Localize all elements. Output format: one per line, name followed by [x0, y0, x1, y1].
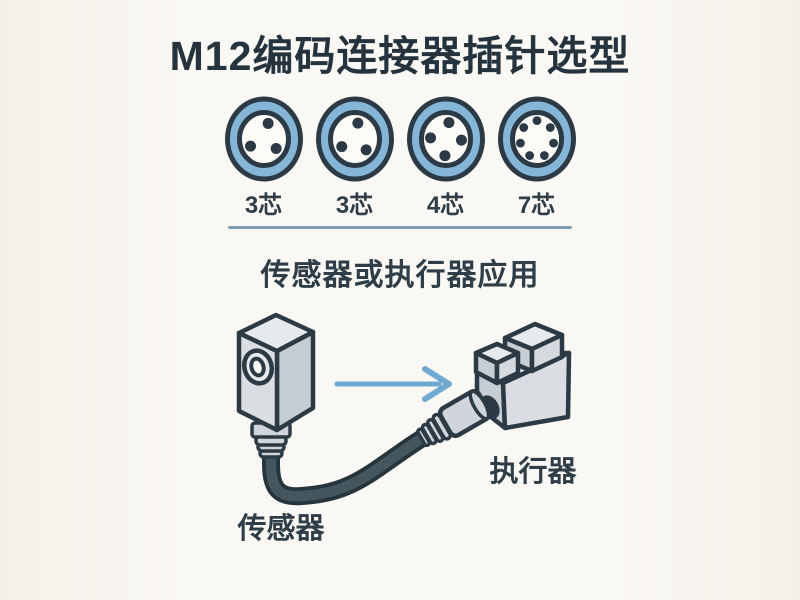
connector-pin — [360, 144, 372, 156]
illustration-svg — [236, 312, 572, 506]
section-divider — [228, 226, 572, 229]
connector-pin — [335, 141, 347, 153]
connector-pin — [262, 117, 274, 129]
connector-pin — [351, 117, 363, 129]
sensor-label: 传感器 — [237, 513, 325, 545]
sensor-thread-neck — [250, 421, 292, 459]
connector-face-icon — [497, 96, 576, 182]
arrow-icon — [334, 366, 452, 402]
connector-pin — [545, 123, 555, 132]
connector-pin — [424, 132, 436, 144]
connector-pin — [518, 123, 528, 132]
connector-pin — [270, 143, 282, 155]
sensor-lens-icon — [241, 348, 275, 386]
connector-option: 7芯 — [495, 93, 579, 220]
connector-face-icon — [406, 96, 485, 182]
connector-pin-count-label: 4芯 — [426, 192, 465, 219]
cable — [262, 423, 441, 506]
connector-pin — [548, 138, 558, 148]
connector-pin — [244, 140, 256, 152]
connector-pin-count-label: 3芯 — [244, 192, 283, 219]
connector-face-icon — [224, 96, 303, 182]
sensor-actuator-illustration — [200, 300, 600, 600]
connector-pin — [442, 117, 454, 129]
connector-option: 3芯 — [313, 93, 397, 220]
connector-pin-count-label: 7芯 — [517, 192, 556, 219]
connector-option: 4芯 — [404, 93, 488, 220]
connector-row: 3芯 3芯 4芯 7芯 — [0, 93, 800, 220]
section-heading: 传感器或执行器应用 — [260, 259, 540, 292]
connector-pin — [532, 116, 541, 126]
connector-pin-count-label: 3芯 — [335, 192, 374, 219]
sensor-body — [236, 312, 316, 433]
connector-pin — [524, 151, 534, 160]
page-title: M12编码连接器插针选型 — [169, 33, 631, 79]
connector-option: 3芯 — [222, 93, 306, 220]
connector-pin — [455, 134, 467, 146]
actuator-label: 执行器 — [489, 456, 577, 488]
actuator-body — [473, 321, 572, 431]
connector-pin — [438, 150, 450, 162]
connector-face-icon — [315, 96, 394, 182]
connector-pin — [539, 151, 549, 160]
connector-pin — [515, 138, 525, 148]
cable-plug-thread — [416, 389, 492, 448]
